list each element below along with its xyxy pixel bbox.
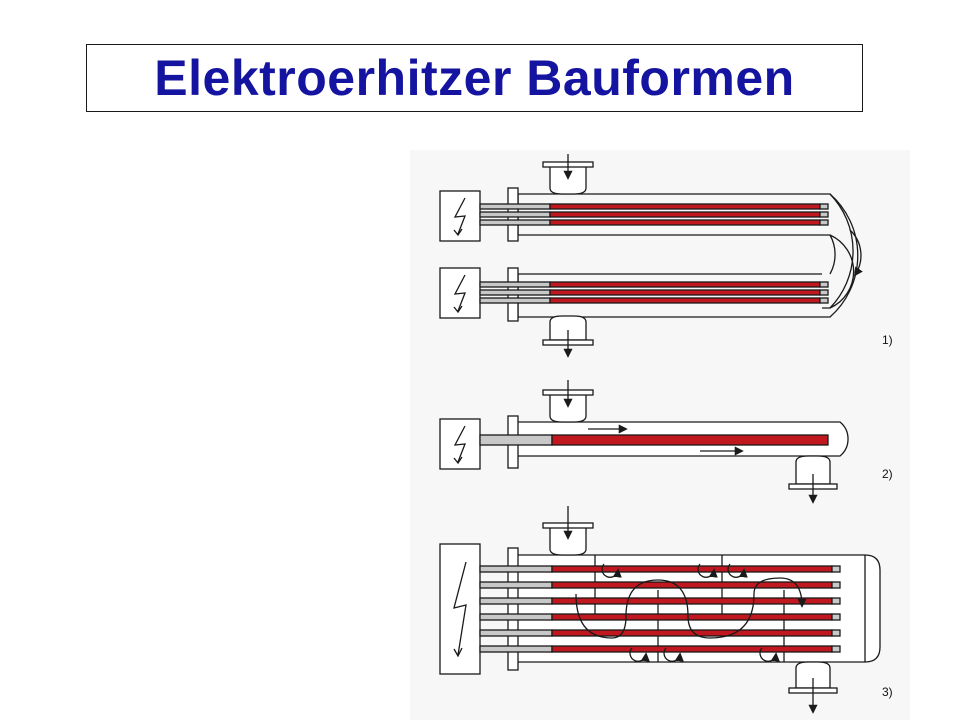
swirl-arrow-icon — [629, 647, 650, 662]
figure-2-straight-heater — [439, 380, 849, 504]
flow-arrow-icon — [575, 577, 807, 639]
heater-diagram: 1) 2) — [410, 150, 910, 720]
inlet-nozzle-3 — [549, 527, 587, 556]
flange-3 — [507, 547, 519, 671]
swirl-arrow-icon — [759, 647, 780, 662]
shell-lower — [518, 193, 859, 318]
outlet-nozzle-1 — [549, 315, 587, 341]
heater-rod — [549, 297, 821, 304]
heater-rod — [549, 211, 821, 218]
heater-rod — [549, 219, 821, 226]
heater-rod — [549, 289, 821, 296]
inlet-nozzle-2 — [549, 394, 587, 423]
figure-1-u-tube-heater — [439, 154, 863, 358]
control-box-3 — [439, 543, 481, 675]
shell-upper — [518, 193, 854, 309]
lightning-icon — [453, 197, 466, 235]
heater-rod — [551, 581, 833, 589]
lightning-icon — [453, 425, 466, 463]
figure-label-2: 2) — [882, 467, 893, 481]
heater-rod — [551, 597, 833, 605]
heater-rod — [551, 613, 833, 621]
swirl-arrow-icon — [601, 563, 622, 578]
heater-rod — [551, 645, 833, 653]
outlet-nozzle-2 — [795, 455, 831, 485]
swirl-arrow-icon — [727, 563, 748, 578]
lightning-icon — [453, 561, 467, 656]
inlet-nozzle-1 — [549, 166, 587, 195]
figure-3-baffled-heater — [439, 506, 881, 714]
swirl-arrow-icon — [697, 563, 718, 578]
page-title: Elektroerhitzer Bauformen — [154, 50, 795, 106]
heater-rod — [551, 434, 829, 446]
lightning-icon — [453, 274, 466, 312]
flow-arrow-icon — [849, 229, 863, 277]
heater-rod — [551, 565, 833, 573]
heater-rod — [549, 203, 821, 210]
figure-label-3: 3) — [882, 685, 893, 699]
swirl-arrow-icon — [663, 647, 684, 662]
title-box: Elektroerhitzer Bauformen — [86, 44, 863, 112]
outlet-nozzle-3 — [795, 661, 831, 689]
figure-label-1: 1) — [882, 333, 893, 347]
heater-rod — [549, 281, 821, 288]
